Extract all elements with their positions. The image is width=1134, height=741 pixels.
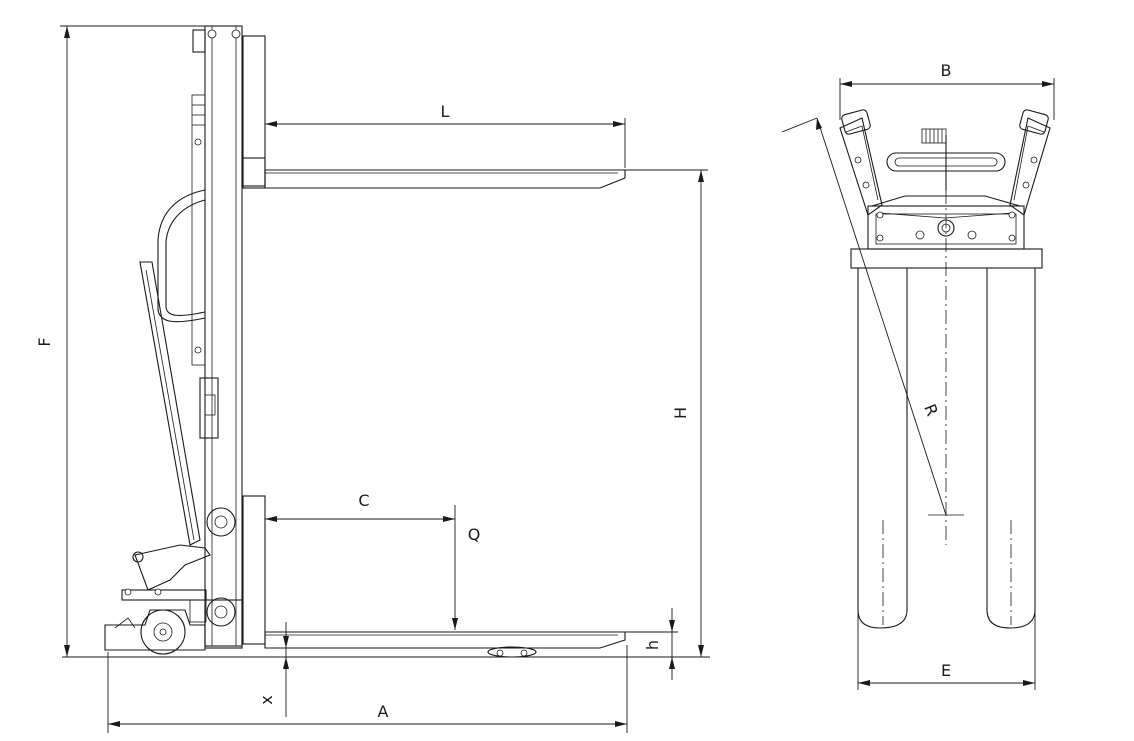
dimension-h-lowered: h [625, 608, 678, 680]
dimension-label-l: L [441, 102, 450, 121]
load-center-q: Q [452, 505, 480, 630]
fork-legs [857, 268, 1036, 629]
dimension-label-e: E [941, 661, 951, 680]
side-view: F L H C Q [35, 25, 710, 733]
dimension-label-f: F [35, 337, 54, 346]
dimension-label-h: H [671, 407, 690, 419]
dimension-b: B [839, 61, 1055, 120]
dimension-c: C [265, 491, 455, 522]
front-view: B R E [781, 61, 1055, 690]
arms [839, 109, 1051, 216]
carriage-plate [850, 248, 1043, 269]
handle-grip [886, 128, 1006, 190]
dimension-label-c: C [358, 491, 369, 510]
dimension-label-b: B [941, 61, 952, 80]
dimension-a: A [107, 645, 628, 733]
upper-fork [242, 157, 626, 189]
dimension-label-h-lowered: h [643, 640, 662, 650]
dimension-label-r: R [920, 401, 942, 418]
dimension-x: x [257, 622, 289, 717]
rear-caster-wheel [104, 609, 206, 655]
handle [139, 189, 206, 546]
dimension-f: F [35, 25, 205, 657]
pump-assembly [121, 507, 243, 649]
lower-fork [242, 495, 626, 649]
mast [191, 25, 266, 647]
dimension-l: L [265, 102, 626, 168]
dimension-h: H [625, 169, 708, 657]
load-roller [487, 646, 537, 658]
mast-frame [867, 195, 1025, 250]
dimension-e: E [857, 610, 1036, 690]
dimension-label-a: A [378, 702, 389, 721]
dimension-label-q: Q [468, 525, 481, 544]
dimension-label-x: x [257, 695, 276, 704]
dimension-r: R [781, 117, 947, 516]
